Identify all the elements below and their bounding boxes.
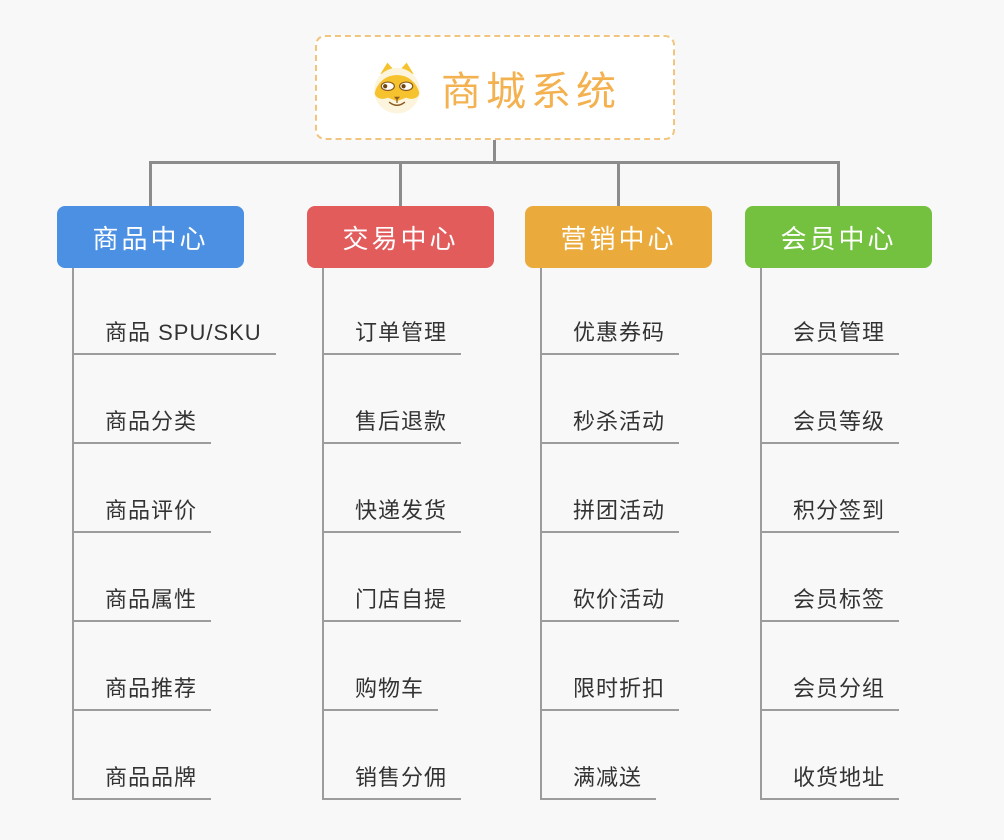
leaf-node[interactable]: 购物车 [322, 669, 439, 711]
leaf-node[interactable]: 商品分类 [72, 402, 212, 444]
leaf-node[interactable]: 商品 SPU/SKU [72, 313, 276, 355]
shiba-dog-icon [374, 62, 420, 113]
leaf-node[interactable]: 销售分佣 [322, 758, 462, 800]
leaf-node[interactable]: 商品品牌 [72, 758, 212, 800]
leaf-node[interactable]: 会员标签 [760, 580, 900, 622]
leaf-node[interactable]: 优惠券码 [540, 313, 680, 355]
connector-bus [149, 161, 840, 164]
branch-header[interactable]: 营销中心 [525, 206, 712, 268]
root-title: 商城系统 [441, 69, 621, 114]
connector-branch-drop [617, 161, 620, 207]
leaf-node[interactable]: 门店自提 [322, 580, 462, 622]
branch-column-1: 商品中心 商品 SPU/SKU 商品分类商品评价商品属性商品推荐商品品牌 [57, 161, 317, 821]
leaf-node[interactable]: 满减送 [540, 758, 657, 800]
leaf-node[interactable]: 商品评价 [72, 491, 212, 533]
leaf-node[interactable]: 砍价活动 [540, 580, 680, 622]
leaf-node[interactable]: 收货地址 [760, 758, 900, 800]
connector-branch-trunk [760, 268, 762, 800]
branch-column-2: 交易中心 订单管理售后退款快递发货门店自提购物车销售分佣 [307, 161, 567, 821]
leaf-node[interactable]: 商品属性 [72, 580, 212, 622]
connector-branch-trunk [72, 268, 74, 800]
connector-root-trunk [493, 140, 496, 163]
leaf-node[interactable]: 快递发货 [322, 491, 462, 533]
root-node[interactable]: 商城系统 [315, 35, 675, 140]
connector-branch-trunk [540, 268, 542, 800]
branch-header[interactable]: 交易中心 [307, 206, 494, 268]
branch-column-4: 会员中心 会员管理会员等级积分签到会员标签会员分组收货地址 [745, 161, 1004, 821]
leaf-node[interactable]: 会员管理 [760, 313, 900, 355]
connector-branch-drop [149, 161, 152, 207]
leaf-node[interactable]: 商品推荐 [72, 669, 212, 711]
connector-branch-trunk [322, 268, 324, 800]
leaf-node[interactable]: 秒杀活动 [540, 402, 680, 444]
branch-header[interactable]: 商品中心 [57, 206, 244, 268]
leaf-node[interactable]: 限时折扣 [540, 669, 680, 711]
leaf-node[interactable]: 售后退款 [322, 402, 462, 444]
branch-header[interactable]: 会员中心 [745, 206, 932, 268]
leaf-node[interactable]: 积分签到 [760, 491, 900, 533]
leaf-node[interactable]: 会员等级 [760, 402, 900, 444]
branch-label: 交易中心 [342, 223, 459, 254]
connector-branch-drop [399, 161, 402, 207]
leaf-node[interactable]: 订单管理 [322, 313, 462, 355]
leaf-node[interactable]: 拼团活动 [540, 491, 680, 533]
branch-column-3: 营销中心 优惠券码秒杀活动拼团活动砍价活动限时折扣满减送 [525, 161, 785, 821]
branch-label: 商品中心 [92, 223, 209, 254]
leaf-node[interactable]: 会员分组 [760, 669, 900, 711]
branch-label: 会员中心 [780, 223, 897, 254]
connector-branch-drop [837, 161, 840, 207]
branch-label: 营销中心 [560, 223, 677, 254]
